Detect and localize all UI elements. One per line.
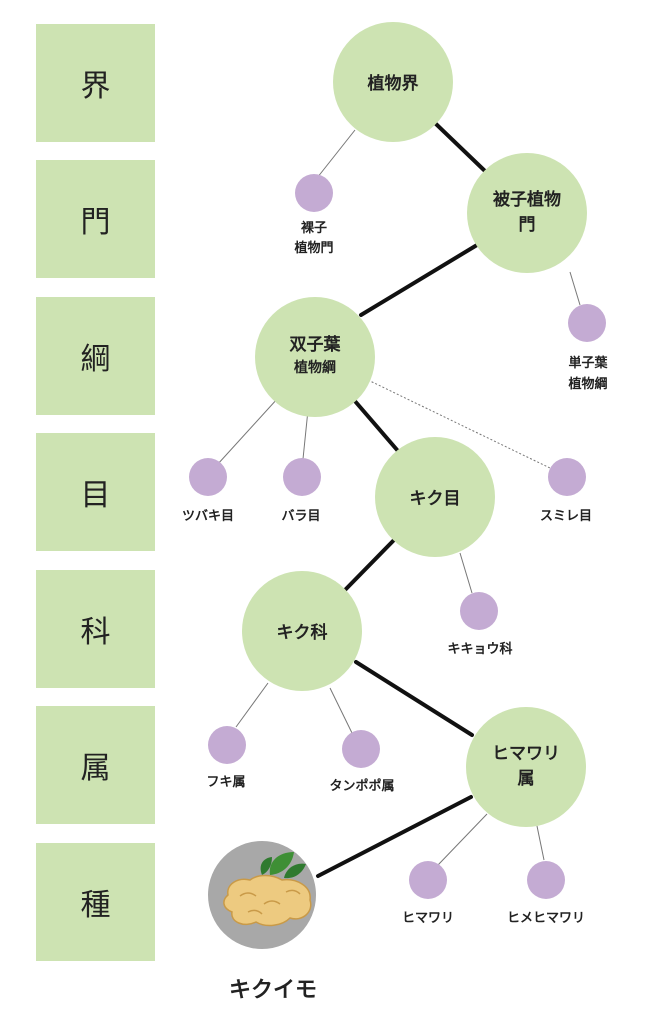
edge-gymnosperm xyxy=(316,129,356,179)
node-family: キク科 xyxy=(242,571,362,691)
branch-gymnosperm: 裸子 植物門 xyxy=(293,174,334,256)
edge-order-family xyxy=(343,538,396,592)
node-phylum: 被子植物 門 xyxy=(467,153,587,273)
rank-kingdom: 界 xyxy=(36,24,155,142)
branch-tsubaki: ツバキ目 xyxy=(182,458,234,524)
branch-sumire-label: スミレ目 xyxy=(540,509,592,524)
branch-monocot-label-2: 植物綱 xyxy=(567,376,607,392)
rank-phylum: 門 xyxy=(36,160,155,278)
node-kingdom-label: 植物界 xyxy=(368,73,419,94)
edge-bara xyxy=(302,409,309,460)
edge-himehimawari xyxy=(536,825,545,861)
node-genus: ヒマワリ 属 xyxy=(466,707,586,827)
edge-kikyou xyxy=(459,552,473,594)
branch-kikyou: キキョウ科 xyxy=(447,592,513,657)
edge-genus-species xyxy=(316,795,473,878)
edge-family-genus xyxy=(354,660,474,737)
branch-himehimawari-label: ヒメヒマワリ xyxy=(507,911,585,926)
branch-tsubaki-label: ツバキ目 xyxy=(182,509,234,524)
node-phylum-label-1: 被子植物 xyxy=(493,189,561,210)
node-order-label: キク目 xyxy=(410,489,461,509)
edge-tsubaki xyxy=(216,397,279,466)
branch-monocot-label-1: 単子葉 xyxy=(568,355,608,371)
node-class: 双子葉 植物綱 xyxy=(255,297,375,417)
species-label: キクイモ xyxy=(229,978,317,1003)
node-genus-label-1: ヒマワリ xyxy=(492,744,560,764)
branch-kikyou-label: キキョウ科 xyxy=(447,641,512,657)
branch-fuki: フキ属 xyxy=(206,726,246,790)
branch-bara: バラ目 xyxy=(281,458,321,524)
node-order: キク目 xyxy=(375,437,495,557)
node-species: キクイモ xyxy=(208,841,317,1003)
branch-himehimawari: ヒメヒマワリ xyxy=(507,861,585,926)
node-family-label: キク科 xyxy=(277,622,328,643)
branch-gymnosperm-label-2: 植物門 xyxy=(293,240,333,256)
branch-himawari-label: ヒマワリ xyxy=(402,911,454,926)
rank-species: 種 xyxy=(36,843,155,961)
node-kingdom: 植物界 xyxy=(333,22,453,142)
node-phylum-label-2: 門 xyxy=(519,215,536,235)
branch-gymnosperm-label-1: 裸子 xyxy=(301,220,327,236)
edge-monocot xyxy=(569,271,581,306)
branch-sumire: スミレ目 xyxy=(540,458,592,524)
side-branch-edges xyxy=(216,129,581,866)
edge-fuki xyxy=(235,682,269,728)
branch-tanpopo: タンポポ属 xyxy=(329,730,395,794)
node-genus-label-2: 属 xyxy=(518,769,535,789)
branch-bara-label: バラ目 xyxy=(281,509,320,524)
edge-phylum-class xyxy=(359,243,479,317)
rank-order: 目 xyxy=(36,433,155,551)
branch-himawari: ヒマワリ xyxy=(402,861,454,926)
branch-tanpopo-label: タンポポ属 xyxy=(329,778,394,794)
edge-tanpopo xyxy=(329,687,353,734)
rank-class: 綱 xyxy=(36,297,155,415)
rank-family: 科 xyxy=(36,570,155,688)
branch-fuki-label: フキ属 xyxy=(206,775,245,790)
main-lineage-edges xyxy=(316,122,488,878)
edge-kingdom-phylum xyxy=(434,122,488,174)
node-class-label-2: 植物綱 xyxy=(293,359,336,376)
edge-class-order xyxy=(352,398,400,453)
edge-himawari xyxy=(437,813,488,866)
rank-genus: 属 xyxy=(36,706,155,824)
branch-monocot: 単子葉 植物綱 xyxy=(567,304,608,392)
node-class-label-1: 双子葉 xyxy=(290,334,342,355)
jerusalem-artichoke-icon xyxy=(223,852,312,927)
